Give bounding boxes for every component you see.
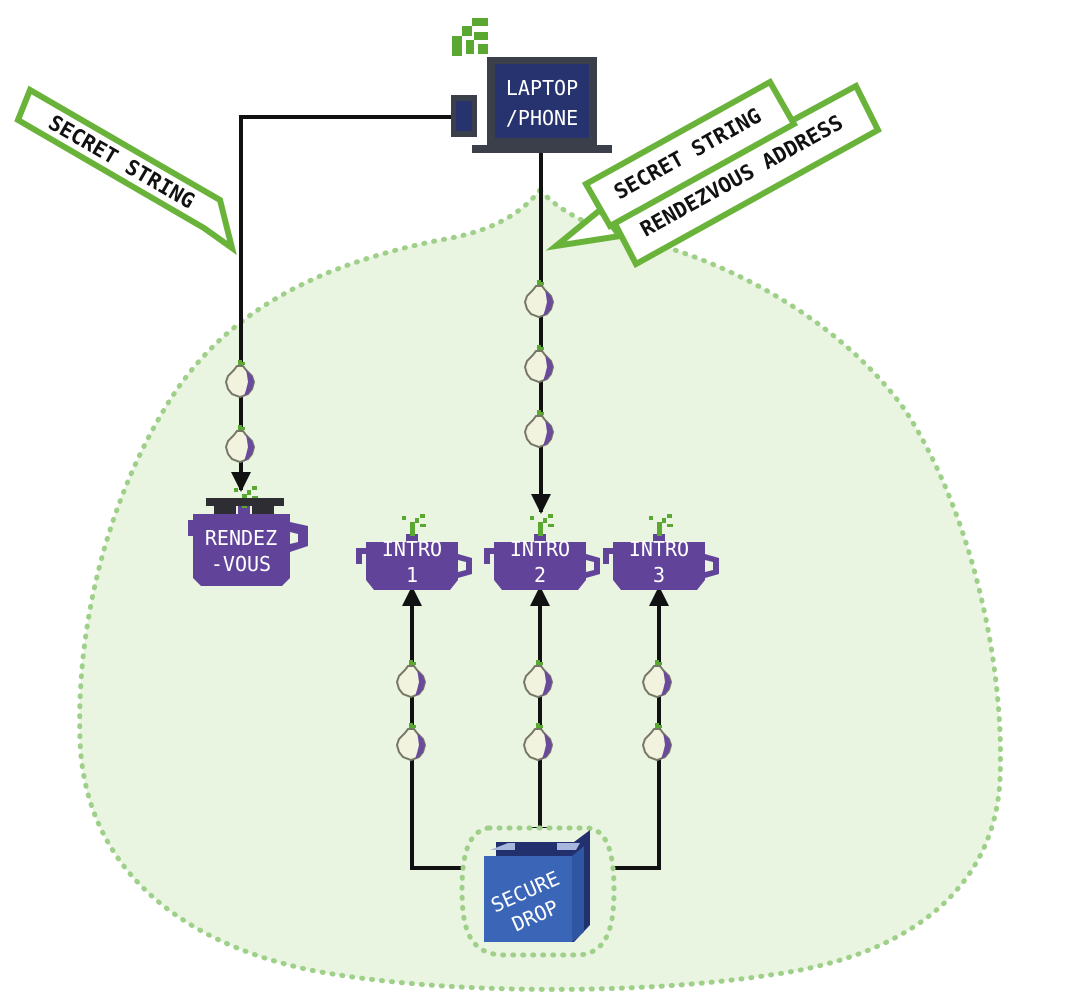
intro-node-3[interactable]: INTRO 3 xyxy=(603,514,719,590)
intro-node-2[interactable]: INTRO 2 xyxy=(484,514,600,590)
securedrop-node[interactable]: SECURE DROP xyxy=(459,825,617,958)
rendezvous-tag-stack: SECRET STRING RENDEZVOUS ADDRESS xyxy=(545,77,882,269)
intro2-label-line2: 2 xyxy=(534,563,546,587)
rendezvous-node[interactable]: RENDEZ -VOUS xyxy=(188,486,308,586)
intro3-label-line2: 3 xyxy=(653,563,665,587)
rendezvous-label-line2: -VOUS xyxy=(211,552,271,576)
securedrop-box-icon: SECURE DROP xyxy=(484,830,590,942)
secret-string-tag-left: SECRET STRING xyxy=(14,85,237,256)
wifi-signal-icon xyxy=(452,18,488,56)
intro1-label-line2: 1 xyxy=(406,563,418,587)
secret-string-tag-left-label: SECRET STRING xyxy=(44,110,198,213)
rendezvous-label-line1: RENDEZ xyxy=(205,526,277,550)
laptop-label-line1: LAPTOP xyxy=(506,76,578,100)
laptop-label-line2: /PHONE xyxy=(506,106,578,130)
laptop-icon[interactable]: LAPTOP /PHONE xyxy=(472,57,612,153)
intro-node-1[interactable]: INTRO 1 xyxy=(356,514,472,590)
phone-icon[interactable] xyxy=(451,95,477,137)
intro1-label-line1: INTRO xyxy=(382,537,442,561)
intro3-label-line1: INTRO xyxy=(629,537,689,561)
intro2-label-line1: INTRO xyxy=(510,537,570,561)
